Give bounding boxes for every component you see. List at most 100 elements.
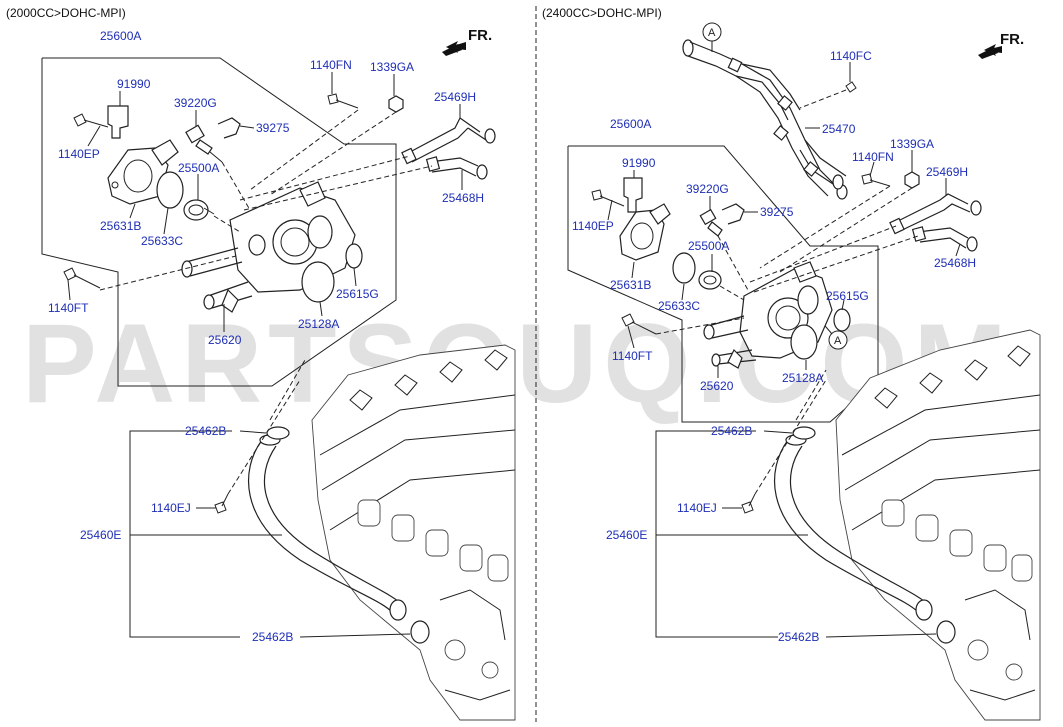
bracket-left [107, 105, 129, 139]
clamp-25462B-top-right [792, 426, 816, 440]
part-label[interactable]: 25460E [80, 528, 121, 542]
part-label[interactable]: 25468H [934, 256, 976, 270]
part-label[interactable]: 25631B [610, 278, 651, 292]
part-label[interactable]: 25615G [826, 289, 869, 303]
section-header-right: (2400CC>DOHC-MPI) [542, 6, 662, 20]
part-labels-left: 25600A 91990 1140EP 39220G 39275 25500A … [48, 29, 484, 644]
reference-marker-label: A [708, 27, 716, 39]
part-label[interactable]: 25500A [178, 161, 219, 175]
part-label[interactable]: 25469H [434, 90, 476, 104]
leader-lines-right [607, 62, 961, 638]
bolt-1140FN-right [861, 173, 891, 187]
part-label[interactable]: 25462B [778, 630, 819, 644]
assembly-boundary-left [41, 57, 397, 387]
bolt-1140FT-left [63, 267, 101, 289]
gasket-25615G-right [833, 308, 851, 332]
clamp-25462B-top-left [266, 426, 290, 440]
part-label[interactable]: 25462B [185, 424, 226, 438]
gasket-25128A-left [301, 261, 335, 303]
part-label[interactable]: 25128A [298, 317, 339, 331]
part-label[interactable]: 1140FN [310, 58, 352, 72]
left-section: (2000CC>DOHC-MPI) FR. [6, 6, 516, 721]
pipe-25469H-right [889, 193, 982, 235]
part-label[interactable]: 25620 [700, 379, 734, 393]
part-label[interactable]: 25633C [658, 299, 700, 313]
part-label[interactable]: 25470 [822, 122, 856, 136]
bolt-1140EP-left [73, 113, 109, 128]
hose-25460E-left [247, 434, 407, 621]
bolt-1140EP-right [591, 189, 625, 207]
front-direction-label: FR. [1000, 31, 1024, 48]
part-label[interactable]: 25128A [782, 371, 823, 385]
part-label[interactable]: 39275 [256, 121, 290, 135]
reference-marker-top-right: A [702, 22, 722, 52]
bolt-1140EJ-left [214, 493, 229, 514]
leader-lines-left [67, 72, 463, 638]
thermostat-cover-left [107, 139, 179, 205]
thermostat-cover-right [619, 203, 671, 261]
engine-block-right [835, 329, 1041, 721]
part-label[interactable]: 25462B [711, 424, 752, 438]
part-label[interactable]: 25615G [336, 287, 379, 301]
clip-39275-right [721, 203, 745, 225]
part-label[interactable]: 25600A [610, 117, 651, 131]
part-labels-right: 1140FC 25470 25600A 91990 1140FN 1339GA … [572, 49, 976, 644]
bolt-1140EJ-right [741, 493, 756, 514]
reference-marker-label: A [834, 335, 842, 347]
part-label[interactable]: 25600A [100, 29, 141, 43]
hose-25460E-right [773, 434, 933, 621]
front-arrow-icon [442, 41, 466, 56]
part-label[interactable]: 25468H [442, 191, 484, 205]
pipe-25468H-left [425, 156, 488, 180]
part-label[interactable]: 1140EJ [677, 501, 717, 515]
clamp-25462B-bottom-right [936, 620, 956, 644]
clip-39275-left [217, 117, 241, 139]
part-label[interactable]: 1140EP [572, 219, 614, 233]
gasket-25633C-right [672, 252, 696, 284]
part-label[interactable]: 25469H [926, 165, 968, 179]
part-label[interactable]: 39275 [760, 205, 794, 219]
projection-lines-right [655, 185, 919, 495]
right-section: (2400CC>DOHC-MPI) FR. [542, 6, 1041, 721]
bolt-1140FN-left [327, 93, 359, 109]
nut-1339GA-left [388, 95, 404, 113]
part-label[interactable]: 25462B [252, 630, 293, 644]
front-direction-label: FR. [468, 27, 492, 44]
section-header-left: (2000CC>DOHC-MPI) [6, 6, 126, 20]
part-label[interactable]: 1140EP [58, 147, 100, 161]
temp-sensor-left [185, 124, 223, 163]
bolt-1140FC-right [799, 81, 857, 109]
part-label[interactable]: 1140FN [852, 150, 894, 164]
part-label[interactable]: 25460E [606, 528, 647, 542]
front-arrow-icon [978, 44, 1002, 59]
part-label[interactable]: 1140FT [48, 301, 89, 315]
part-label[interactable]: 1339GA [890, 137, 934, 151]
part-label[interactable]: 25633C [141, 234, 183, 248]
part-label[interactable]: 1140FC [830, 49, 872, 63]
clamp-25462B-bottom-left [410, 620, 430, 644]
thermostat-25500A-left [183, 199, 215, 221]
part-label[interactable]: 91990 [622, 156, 656, 170]
pipe-assembly-25470-right [682, 39, 848, 200]
part-label[interactable]: 1140EJ [151, 501, 191, 515]
bracket-right [623, 177, 643, 213]
part-label[interactable]: 91990 [117, 77, 151, 91]
pipe-25468H-right [911, 226, 978, 252]
gasket-25633C-left [156, 171, 184, 209]
engine-block-left [311, 344, 516, 721]
projection-lines-left [99, 109, 433, 495]
temp-sensor-right [699, 208, 723, 237]
part-label[interactable]: 1140FT [612, 349, 653, 363]
part-label[interactable]: 39220G [686, 182, 729, 196]
gasket-25128A-right [790, 324, 818, 360]
part-label[interactable]: 25620 [208, 333, 242, 347]
gasket-25615G-left [345, 243, 363, 269]
part-label[interactable]: 25631B [100, 219, 141, 233]
part-label[interactable]: 39220G [174, 96, 217, 110]
bolt-1140FT-right [621, 313, 657, 335]
part-label[interactable]: 25500A [688, 239, 729, 253]
nut-1339GA-right [904, 171, 920, 189]
part-label[interactable]: 1339GA [370, 60, 414, 74]
thermostat-25500A-right [698, 270, 722, 290]
